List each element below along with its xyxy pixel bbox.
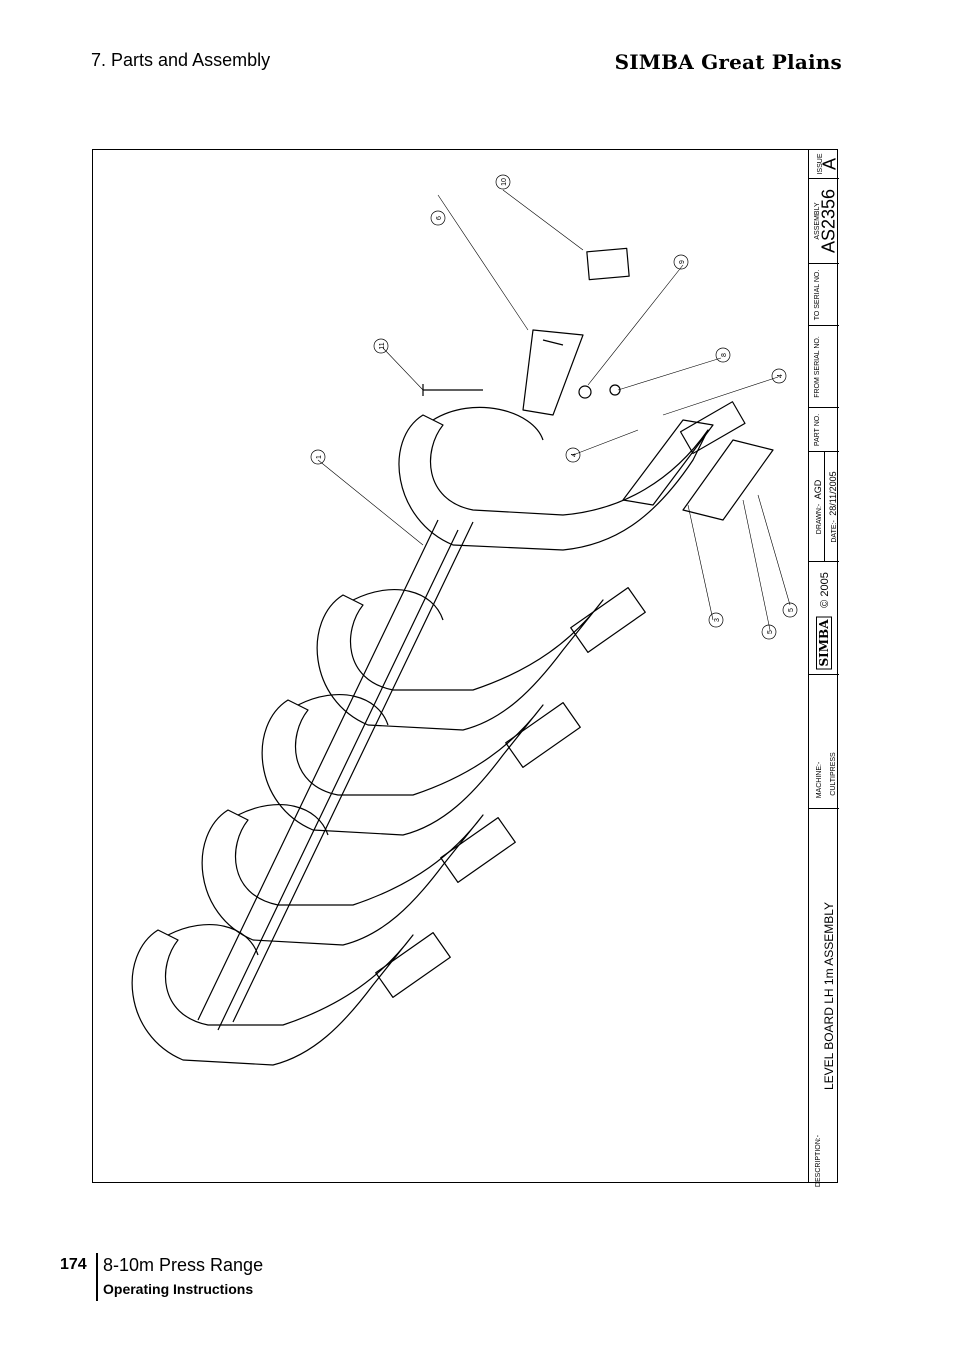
callout-6 (430, 210, 446, 226)
brand-logo: SIMBA Great Plains (614, 50, 842, 74)
drawn-value: AGD (813, 479, 823, 499)
board-section-3 (261, 694, 581, 836)
simba-logo: SIMBA (816, 616, 832, 670)
callout-4b (565, 447, 581, 463)
callout-1-label: 1 (316, 455, 323, 459)
footer-title: 8-10m Press Range (103, 1255, 264, 1275)
callout-10-label: 10 (501, 178, 508, 186)
callout-5b-label: 5 (788, 608, 795, 612)
callout-3-label: 3 (714, 618, 721, 622)
drawing-frame (92, 149, 838, 1183)
end-cap (586, 247, 630, 281)
part-no-label: PART NO. (814, 413, 821, 446)
description-value: LEVEL BOARD LH 1m ASSEMBLY (822, 901, 836, 1091)
from-serial-label: FROM SERIAL NO. (814, 335, 821, 398)
mounting-plate (682, 439, 774, 521)
section-title: 7. Parts and Assembly (91, 50, 271, 70)
nut (609, 384, 621, 396)
callout-3 (708, 612, 724, 628)
copyright: © 2005 (819, 572, 831, 608)
callout-11 (373, 338, 389, 354)
from-serial-cell: FROM SERIAL NO. (809, 326, 839, 408)
issue-cell: ISSUE A (809, 149, 840, 179)
callout-5a (761, 624, 777, 640)
callout-9-label: 9 (679, 260, 686, 264)
machine-cell: MACHINE:- CULTIPRESS (809, 675, 839, 809)
exploded-drawing: 1 3 4 4 5 5 6 8 9 10 11 (131, 174, 798, 1066)
callout-5b (782, 602, 798, 618)
end-plate (622, 419, 714, 506)
square-tube (197, 519, 474, 1031)
description-cell: DESCRIPTION:- LEVEL BOARD LH 1m ASSEMBLY (809, 809, 839, 1187)
footer-divider (96, 1253, 98, 1301)
assembly-cell: ASSEMBLY AS2356 (809, 179, 839, 264)
to-serial-label: TO SERIAL NO. (814, 269, 821, 320)
callout-9 (673, 254, 689, 270)
footer-subtitle: Operating Instructions (103, 1281, 254, 1297)
callout-4a-label: 4 (777, 374, 784, 378)
callout-4a (771, 368, 787, 384)
board-section-5 (131, 924, 451, 1066)
bracket (522, 329, 584, 416)
callout-4b-label: 4 (571, 453, 578, 457)
callout-8 (715, 347, 731, 363)
callout-5a-label: 5 (767, 630, 774, 634)
bolt (422, 384, 483, 396)
description-label: DESCRIPTION:- (815, 1134, 822, 1188)
callout-10 (495, 174, 511, 190)
page-number: 174 (60, 1256, 87, 1273)
date-label: DATE:- (831, 519, 838, 543)
drawn-label: DRAWN:- (816, 503, 823, 534)
part-no-cell: PART NO. (809, 408, 839, 452)
title-block: ISSUE A ASSEMBLY AS2356 TO SERIAL NO. FR… (808, 149, 840, 1187)
callout-6-label: 6 (436, 216, 443, 220)
logo-cell: SIMBA © 2005 (809, 562, 839, 675)
callout-8-label: 8 (721, 353, 728, 357)
machine-value: CULTIPRESS (830, 751, 837, 796)
assembly-value: AS2356 (818, 188, 839, 254)
board-section-2 (316, 587, 646, 731)
to-serial-cell: TO SERIAL NO. (809, 264, 839, 326)
board-section-4 (201, 804, 516, 946)
drawn-date-cell: DRAWN:- AGD DATE:- 28/11/2005 (809, 452, 839, 562)
date-value: 28/11/2005 (828, 470, 838, 516)
washer (578, 385, 592, 399)
callout-11-label: 11 (379, 342, 386, 349)
issue-value: A (819, 157, 840, 170)
callout-1 (310, 449, 326, 465)
board-section-1 (398, 401, 746, 551)
